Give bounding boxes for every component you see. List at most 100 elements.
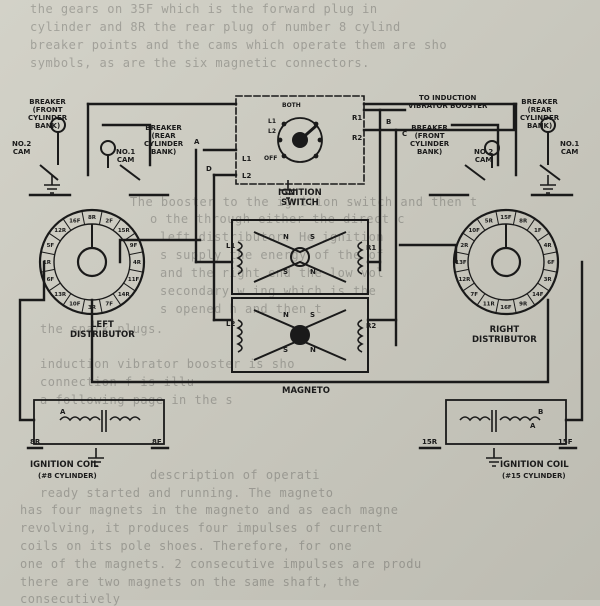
right-distributor-segment-divider	[454, 251, 469, 256]
ground-symbols	[44, 175, 556, 467]
label-ignition-coil-left: IGNITION COIL	[30, 460, 99, 470]
bg-line: the spark plugs.	[40, 322, 164, 336]
left-distributor-segment-divider	[40, 251, 55, 256]
right-distributor-segment-label: 9R	[519, 302, 528, 308]
bg-line: The booster to the ignition switch and t…	[130, 195, 478, 209]
right-distributor-segment-label: 11R	[483, 302, 496, 308]
right-distributor-segment-divider	[476, 218, 486, 231]
wire-mag-left	[194, 260, 234, 322]
label-sw-l2-upper: L2	[268, 128, 276, 135]
coil-box-right	[445, 399, 567, 445]
right-distributor-segment-divider	[543, 251, 558, 256]
right-distributor-segment-label: 16F	[500, 305, 512, 311]
label-term-c: C	[402, 130, 408, 138]
wire-breaker-drops	[86, 102, 518, 177]
left-distributor-segment-label: 2F	[105, 218, 113, 224]
left-distributor-segment-divider	[98, 299, 103, 314]
wire-right-C	[394, 102, 516, 132]
left-distributor-segment-divider	[81, 299, 86, 314]
left-distributor-segment-label: 6F	[47, 277, 55, 283]
bg-line: s supply the energy of the of	[160, 248, 385, 262]
right-distributor-segment-label: 10F	[468, 228, 480, 234]
label-pole-s2: S	[283, 268, 289, 276]
label-plug-15r: 15R	[422, 438, 438, 446]
left-distributor-segment-label: 4R	[133, 260, 142, 266]
wire-magneto-line	[90, 298, 550, 384]
bg-line: and the right end the low vol	[160, 266, 385, 280]
left-distributor-segment-label: 13R	[54, 292, 67, 298]
left-distributor-segment-divider	[123, 282, 136, 292]
right-distributor-segment-divider	[462, 282, 475, 292]
left-distributor-segment-label: 15R	[118, 228, 131, 234]
left-distributor-segment-divider	[40, 268, 55, 273]
label-pole-s1: S	[310, 233, 316, 241]
label-pole-n2: N	[310, 268, 316, 276]
label-pole-n3: N	[283, 311, 289, 319]
right-distributor-segment-divider	[495, 299, 500, 314]
left-distributor-segment-label: 9F	[130, 243, 138, 249]
left-distributor-segment-divider	[123, 232, 136, 242]
bg-line: s opened h and then t	[160, 302, 323, 316]
label-magneto: MAGNETO	[282, 386, 330, 396]
right-distributor-segment-label: 12R	[458, 277, 471, 283]
coil-box-left	[33, 399, 165, 445]
left-distributor	[38, 208, 146, 316]
left-distributor-segment-label: 7F	[105, 302, 113, 308]
right-distributor-segment-label: 3R	[544, 277, 553, 283]
left-distributor-segment-divider	[98, 210, 103, 225]
label-both: BOTH	[282, 102, 301, 109]
label-sw-l1: L1	[242, 155, 252, 163]
left-distributor-segment-label: 3R	[88, 305, 97, 311]
left-distributor-segment-divider	[112, 218, 122, 231]
right-distributor-segment-label: 2R	[460, 243, 469, 249]
ignition-switch-rotary	[277, 117, 323, 163]
bg-line: one of the magnets. 2 consecutive impuls…	[20, 557, 422, 571]
left-distributor-segment-label: 8R	[88, 215, 97, 221]
left-distributor-segment-divider	[62, 218, 72, 231]
bg-line: cylinder and 8R the rear plug of number …	[30, 20, 401, 34]
label-plug-8f: 8F	[152, 438, 162, 446]
label-sw-l2: L2	[242, 172, 252, 180]
wire-left-dist-top	[118, 238, 202, 264]
left-distributor-segment-divider	[129, 251, 144, 256]
label-mag-l2: L2	[226, 320, 236, 328]
left-distributor-segment-label: 5F	[47, 243, 55, 249]
right-distributor-segment-label: 6F	[547, 260, 555, 266]
left-distributor-segment-divider	[129, 268, 144, 273]
right-distributor-segment-label: 8R	[519, 218, 528, 224]
right-distributor-segment-label: 14F	[532, 292, 544, 298]
label-ignition-coil-right: IGNITION COIL	[500, 460, 569, 470]
label-sw-r1: R1	[352, 114, 363, 122]
label-plug-8r: 8R	[30, 438, 41, 446]
right-distributor-segment-label: 15F	[500, 215, 512, 221]
left-distributor-segment-divider	[62, 293, 72, 306]
label-sw-r2: R2	[352, 134, 363, 142]
label-term-a-left: A	[194, 138, 200, 146]
bg-line: revolving, it produces four impulses of …	[20, 521, 384, 535]
wire-down-to-mag	[194, 148, 216, 322]
breaker-arms	[39, 164, 561, 181]
right-distributor-segment-divider	[537, 232, 550, 242]
label-mag-l1: L1	[226, 242, 236, 250]
left-distributor-segment-label: 1R	[43, 260, 52, 266]
bg-line: coils on its pole shoes. Therefore, for …	[20, 539, 353, 553]
right-distributor-segment-divider	[454, 268, 469, 273]
left-distributor-segment-divider	[48, 232, 61, 242]
label-term-b: B	[386, 118, 392, 126]
label-term-b-coil-right: B	[538, 408, 544, 416]
label-mag-r2: R2	[366, 322, 377, 330]
bg-line: the gears on 35F which is the forward pl…	[30, 2, 378, 16]
right-distributor-segment-divider	[512, 210, 517, 225]
right-distributor-segment-label: 7F	[470, 292, 478, 298]
